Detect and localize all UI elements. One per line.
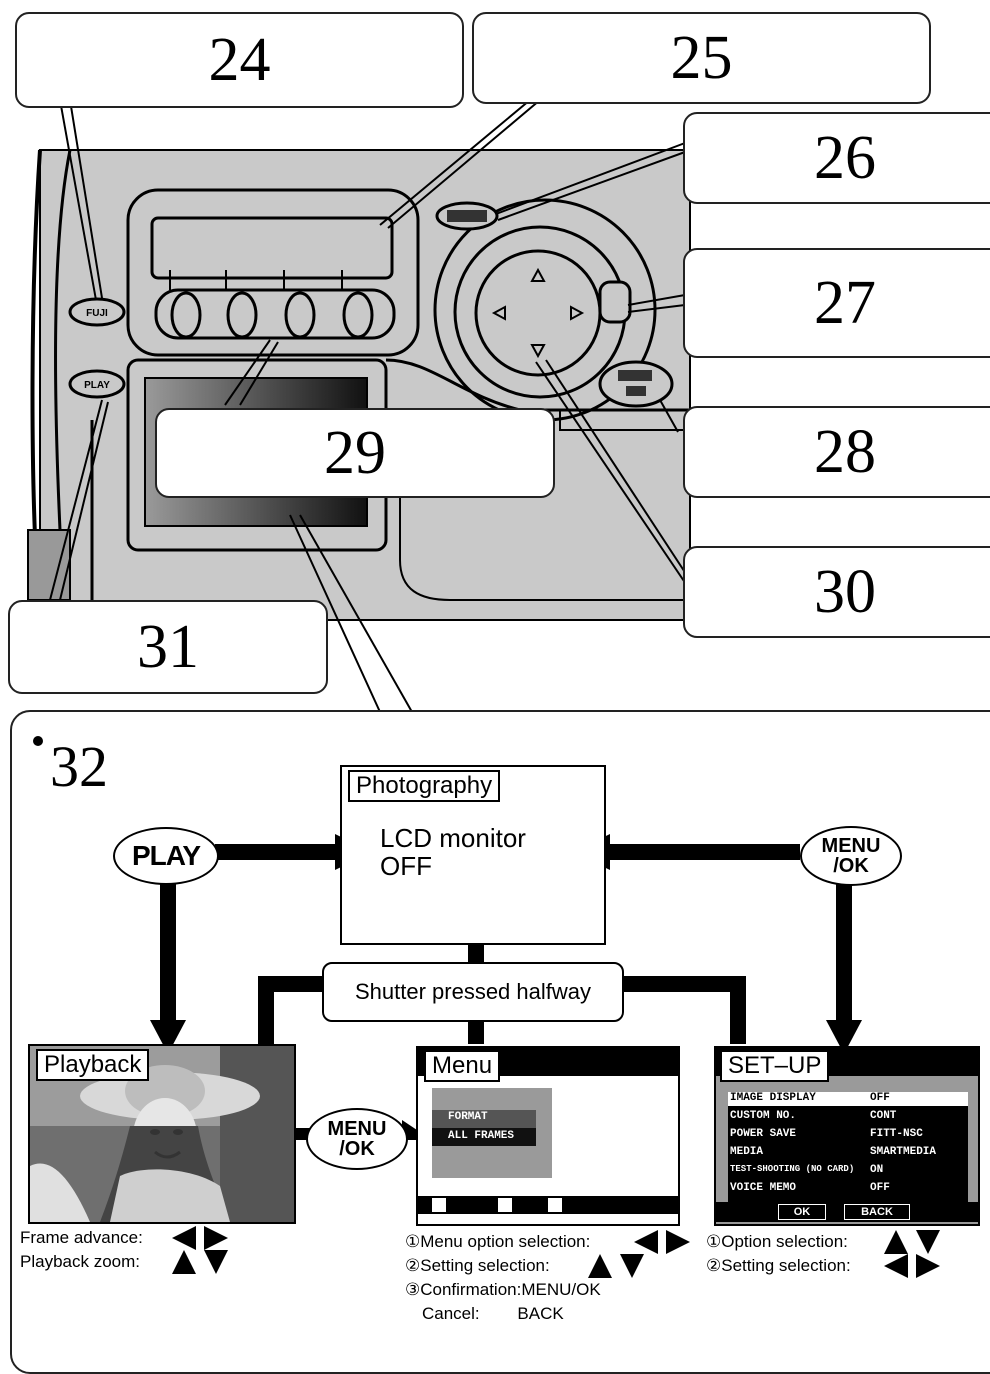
left-right-arrows-icon [884, 1254, 940, 1278]
menu-caption-3: ③Confirmation:MENU/OK [405, 1278, 601, 1302]
setup-value: ON [870, 1164, 883, 1182]
setup-value: CONT [870, 1110, 896, 1128]
setup-value: OFF [870, 1182, 890, 1200]
function-button-1 [172, 293, 200, 337]
setup-caption-1: ①Option selection: [706, 1230, 848, 1254]
menu-caption-2: ②Setting selection: [405, 1254, 550, 1278]
status-lcd [152, 218, 392, 278]
menu-caption-4: Cancel: BACK [422, 1302, 564, 1326]
setup-option: IMAGE DISPLAY [730, 1092, 870, 1110]
callout-28: 28 [683, 406, 990, 498]
playback-caption-2: Playback zoom: [20, 1250, 140, 1274]
menu-ok-2-top-label: MENU [328, 1119, 387, 1139]
callout-31: 31 [8, 600, 328, 694]
function-button-4 [344, 293, 372, 337]
callout-24: 24 [15, 12, 464, 108]
back-button [600, 282, 630, 322]
setup-rows: IMAGE DISPLAY OFF CUSTOM NO. CONT POWER … [730, 1092, 970, 1200]
menu-title: Menu [424, 1050, 500, 1082]
menu-ok-top-label: MENU [822, 836, 881, 856]
setup-ok: OK [778, 1204, 826, 1220]
photography-text-2: OFF [380, 852, 432, 880]
callout-25: 25 [472, 12, 931, 104]
setup-option: VOICE MEMO [730, 1182, 870, 1200]
setup-title: SET–UP [720, 1050, 829, 1082]
callout-29: 29 [155, 408, 555, 498]
setup-value: OFF [870, 1092, 890, 1110]
left-right-arrows-icon [634, 1230, 690, 1254]
menu-ok-button [600, 362, 672, 406]
shutter-label-box: Shutter pressed halfway [322, 962, 624, 1022]
photography-text-1: LCD monitor [380, 824, 526, 852]
callout-26: 26 [683, 112, 990, 204]
setup-caption-2: ②Setting selection: [706, 1254, 851, 1278]
menu-ok-2-bottom-label: /OK [339, 1139, 375, 1159]
flow-play-button: PLAY [113, 827, 219, 885]
setup-option: CUSTOM NO. [730, 1110, 870, 1128]
play-button-label: PLAY [84, 380, 110, 391]
left-right-arrows-icon [172, 1226, 228, 1250]
flow-menu-ok-button-2: MENU /OK [306, 1108, 408, 1170]
setup-value: SMARTMEDIA [870, 1146, 936, 1164]
setup-back: BACK [844, 1204, 910, 1220]
menu-item-format: FORMAT [448, 1111, 488, 1123]
up-down-arrows-icon [588, 1254, 644, 1278]
menu-item-all-frames: ALL FRAMES [448, 1130, 514, 1142]
callout-30: 30 [683, 546, 990, 638]
menu-ok-bottom-label: /OK [833, 856, 869, 876]
photography-title: Photography [348, 770, 500, 802]
function-button-3 [286, 293, 314, 337]
menu-caption-1: ①Menu option selection: [405, 1230, 590, 1254]
callout-27: 27 [683, 248, 990, 358]
up-down-arrows-icon [884, 1230, 940, 1254]
setup-option: TEST-SHOOTING (NO CARD) [730, 1164, 870, 1182]
setup-option: MEDIA [730, 1146, 870, 1164]
setup-option: POWER SAVE [730, 1128, 870, 1146]
playback-title: Playback [36, 1049, 149, 1081]
fuji-button-label: FUJI [86, 308, 108, 319]
playback-caption-1: Frame advance: [20, 1226, 143, 1250]
setup-value: FITT-NSC [870, 1128, 923, 1146]
up-down-arrows-icon [172, 1250, 228, 1274]
function-button-2 [228, 293, 256, 337]
flow-menu-ok-button: MENU /OK [800, 826, 902, 886]
